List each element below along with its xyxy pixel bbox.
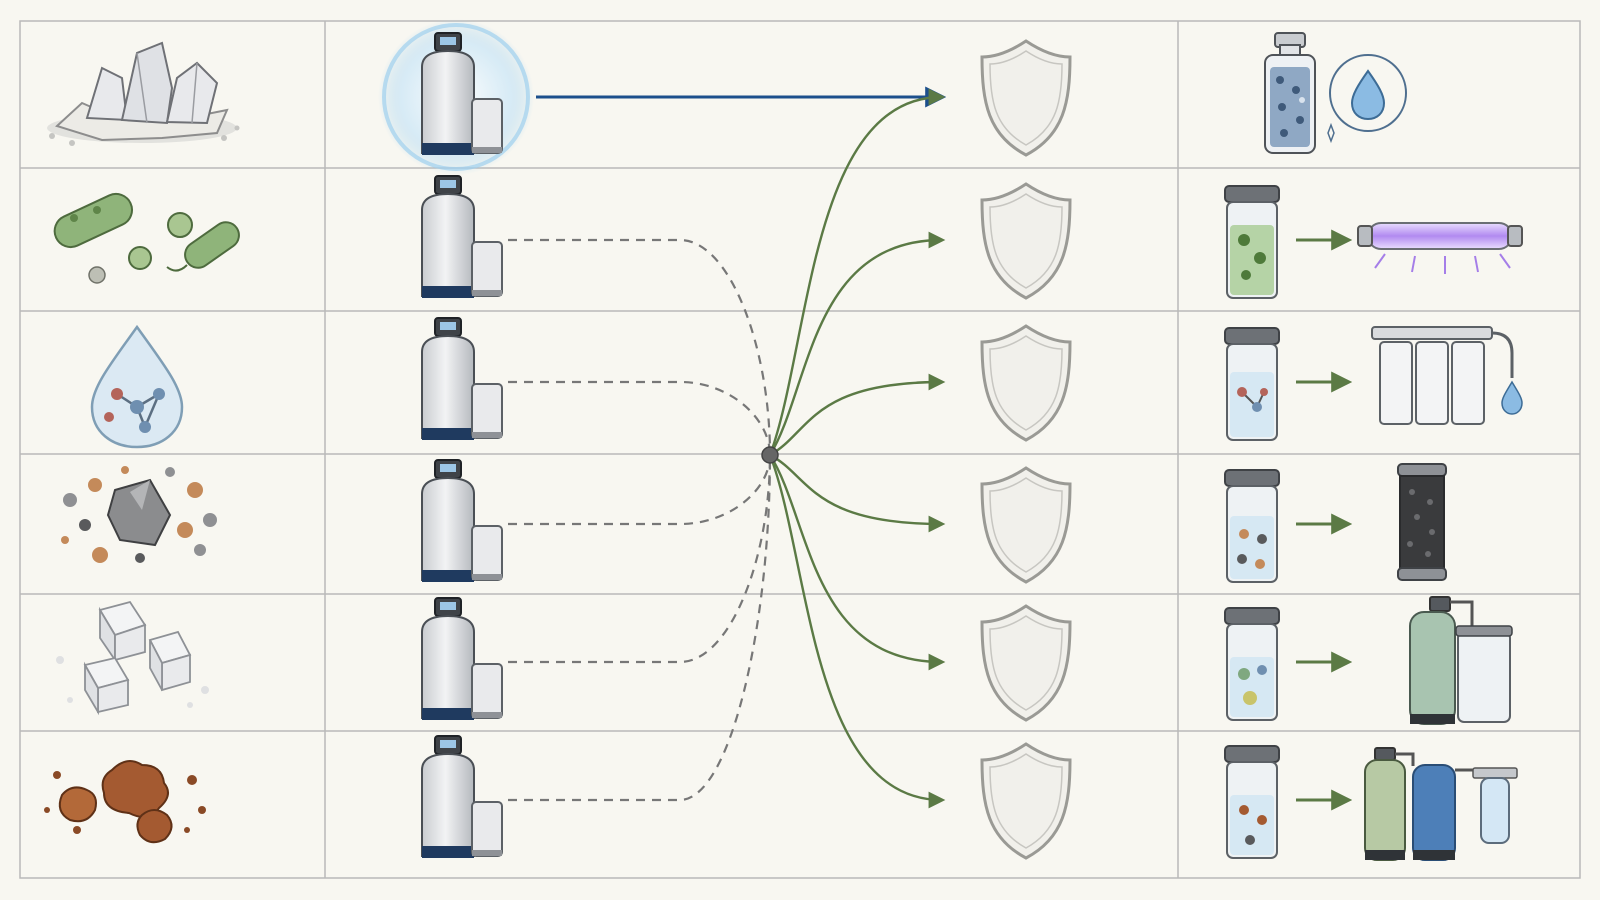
dashed-bypass-line <box>508 380 772 456</box>
treatment-route-arrow <box>768 454 946 671</box>
hardness-mineral-crystals-icon <box>47 41 240 146</box>
connector-lines <box>508 86 947 809</box>
uv-lamp-icon <box>1357 222 1523 274</box>
treatment-route-arrow <box>768 231 946 456</box>
chemical-sample-jar-icon <box>1224 327 1280 441</box>
protection-shield-icon <box>980 742 1072 860</box>
treatment-column <box>1224 32 1523 861</box>
treatment-route-arrow <box>769 373 946 457</box>
table-grid <box>19 20 1581 879</box>
water-drop-icon <box>1327 54 1407 144</box>
bacteria-sample-jar-icon <box>1224 185 1280 299</box>
metal-sample-jar-icon <box>1224 469 1280 583</box>
dashed-bypass-line <box>508 454 772 664</box>
water-softener-icon <box>421 175 503 298</box>
dashed-bypass-line <box>508 454 772 526</box>
water-softener-icon <box>421 735 503 858</box>
carbon-filter-cartridge-icon <box>1397 463 1447 581</box>
protection-shield-column <box>980 39 1072 860</box>
protection-shield-icon <box>980 39 1072 157</box>
bacteria-icon <box>53 192 240 284</box>
iron-rust-particles-icon <box>44 760 206 844</box>
water-softener-icon <box>378 19 534 175</box>
protection-shield-icon <box>980 182 1072 300</box>
treatment-arrows <box>1296 229 1353 811</box>
treatment-route-arrow <box>768 88 946 456</box>
protection-shield-icon <box>980 604 1072 722</box>
iron-sample-jar-icon <box>1224 745 1280 859</box>
dashed-bypass-line <box>508 454 772 802</box>
iron-filter-system-icon <box>1364 747 1518 861</box>
ion-exchange-resin-bottle-icon <box>1264 32 1316 154</box>
dashed-bypass-line <box>508 238 772 456</box>
reverse-osmosis-system-icon <box>1371 326 1523 425</box>
water-softener-column <box>378 19 534 858</box>
heavy-metal-particles-icon <box>61 466 217 563</box>
dual-tank-system-icon <box>1409 596 1513 725</box>
protection-shield-icon <box>980 324 1072 442</box>
salt-crystals-icon <box>56 600 209 716</box>
water-softener-icon <box>421 459 503 582</box>
dissolved-chemical-drop-icon <box>90 324 184 449</box>
dissolved-solids-sample-jar-icon <box>1224 607 1280 721</box>
treatment-route-arrow <box>769 453 946 533</box>
water-softener-icon <box>421 597 503 720</box>
convergence-hub <box>761 446 779 464</box>
water-softener-icon <box>421 317 503 440</box>
protection-shield-icon <box>980 466 1072 584</box>
treatment-route-arrow <box>768 454 946 809</box>
